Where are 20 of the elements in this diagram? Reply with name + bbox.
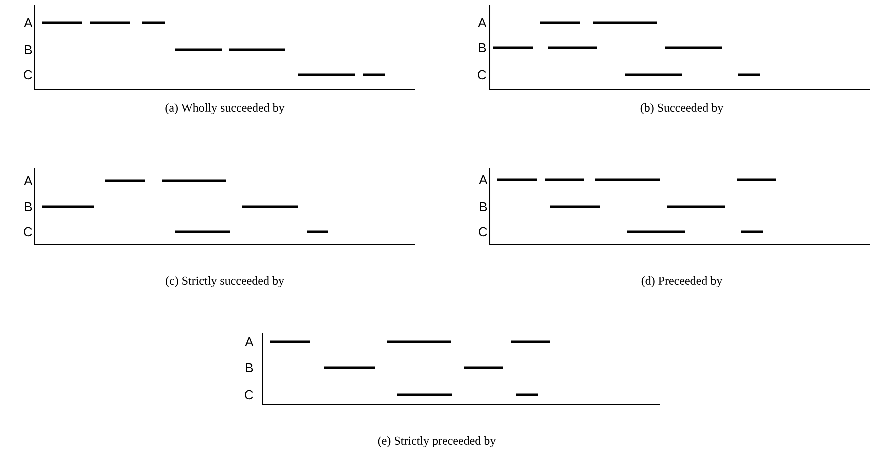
row-label: C — [24, 70, 32, 80]
row-label: C — [478, 70, 486, 80]
row-label: B — [25, 202, 32, 212]
row-label: A — [24, 176, 33, 186]
row-label: A — [478, 18, 487, 28]
caption: (b) Succeeded by — [640, 104, 724, 114]
caption: (c) Strictly succeeded by — [166, 276, 284, 288]
row-label: B — [25, 46, 32, 54]
caption: (a) Wholly succeeded by — [166, 104, 285, 114]
caption: (d) Preceeded by — [642, 276, 723, 288]
row-label: C — [24, 227, 32, 237]
row-label: C — [479, 227, 488, 237]
row-label: A — [479, 176, 488, 184]
row-label: A — [24, 18, 33, 28]
caption: (e) Strictly preceeded by — [378, 436, 496, 448]
row-label: B — [246, 364, 254, 372]
row-label: B — [480, 202, 488, 212]
row-label: C — [245, 390, 254, 400]
row-label: A — [245, 338, 254, 346]
row-label: B — [479, 44, 486, 52]
